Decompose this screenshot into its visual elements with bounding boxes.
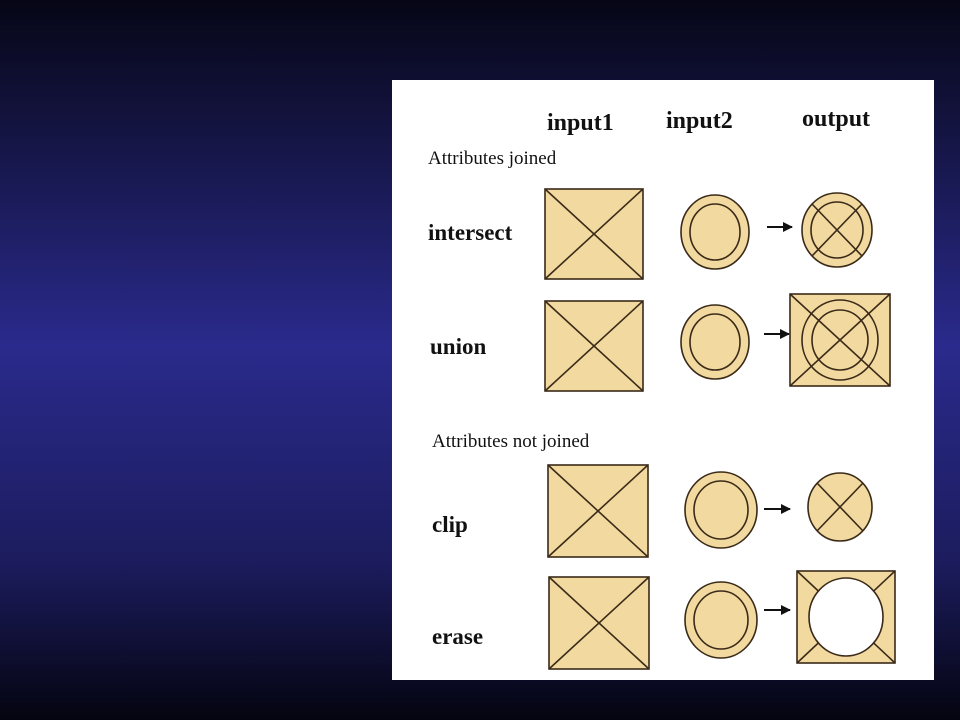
output-clip — [807, 472, 873, 542]
column-header-output: output — [802, 106, 870, 132]
row-union — [544, 293, 891, 392]
input2-ring — [680, 194, 750, 270]
column-header-input2: input2 — [666, 108, 733, 134]
input2-ring — [684, 471, 758, 549]
operation-label-erase: erase — [432, 624, 483, 649]
input1-square — [544, 188, 644, 280]
overlay-diagram: input1 input2 output Attributes joined A… — [428, 106, 896, 670]
overlay-operations-figure: input1 input2 output Attributes joined A… — [392, 80, 934, 680]
input1-square — [548, 576, 650, 670]
column-header-input1: input1 — [547, 110, 614, 136]
input2-ring — [684, 581, 758, 659]
row-clip — [547, 464, 873, 558]
row-intersect — [544, 188, 873, 280]
output-union — [789, 293, 891, 387]
input1-square — [544, 300, 644, 392]
operation-label-union: union — [430, 334, 486, 359]
input1-square — [547, 464, 649, 558]
section-title-attributes-joined: Attributes joined — [428, 148, 557, 169]
input2-ring — [680, 304, 750, 380]
output-erase — [796, 570, 896, 664]
operation-label-intersect: intersect — [428, 220, 513, 245]
section-title-attributes-not-joined: Attributes not joined — [432, 431, 590, 452]
output-intersect — [801, 192, 873, 268]
erase-hole — [808, 577, 884, 657]
row-erase — [548, 570, 896, 670]
operation-label-clip: clip — [432, 512, 468, 537]
